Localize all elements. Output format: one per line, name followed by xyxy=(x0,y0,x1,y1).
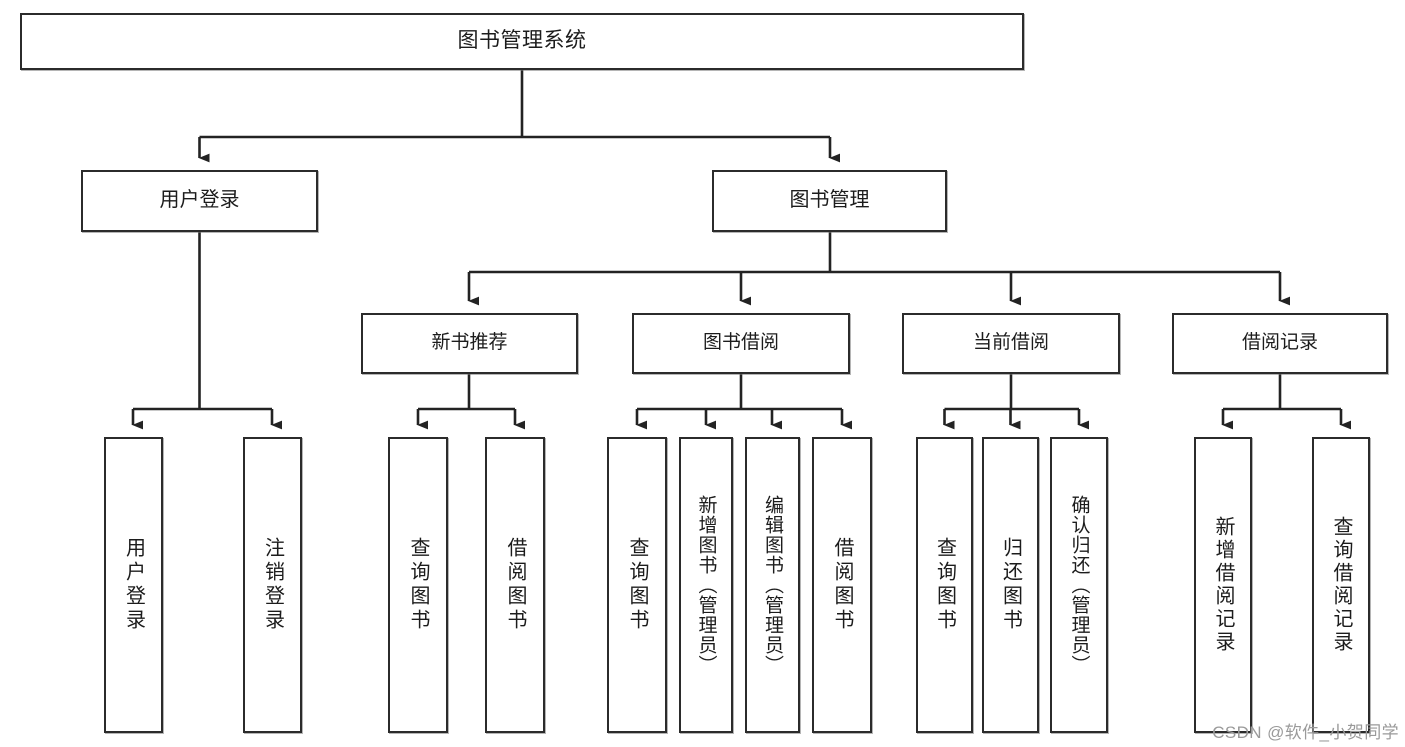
node-leaf-query-book-3[interactable]: 查询图书 xyxy=(916,437,973,733)
node-leaf-edit-book[interactable]: 编辑图书（管理员） xyxy=(745,437,800,733)
node-leaf-query-record[interactable]: 查询借阅记录 xyxy=(1312,437,1370,733)
node-leaf-logout[interactable]: 注销登录 xyxy=(243,437,302,733)
node-leaf-borrow-book-1-label: 借阅图书 xyxy=(504,537,526,633)
node-leaf-add-record-label: 新增借阅记录 xyxy=(1212,516,1234,654)
node-book-borrow-label: 图书借阅 xyxy=(702,332,779,354)
node-leaf-return-book-label: 归还图书 xyxy=(999,537,1022,633)
node-leaf-edit-book-label: 编辑图书（管理员） xyxy=(762,495,783,675)
node-leaf-logout-label: 注销登录 xyxy=(261,537,284,633)
node-leaf-add-record[interactable]: 新增借阅记录 xyxy=(1194,437,1252,733)
node-book-borrow[interactable]: 图书借阅 xyxy=(632,313,850,374)
node-borrow-record-label: 借阅记录 xyxy=(1241,332,1318,354)
node-leaf-confirm-return-label: 确认归还（管理员） xyxy=(1068,495,1090,675)
node-new-book-recommend[interactable]: 新书推荐 xyxy=(361,313,578,374)
node-current-borrow[interactable]: 当前借阅 xyxy=(902,313,1120,374)
node-leaf-add-book[interactable]: 新增图书（管理员） xyxy=(679,437,733,733)
csdn-watermark: CSDN @软件_小贺同学 xyxy=(1212,723,1399,742)
node-leaf-borrow-book-1[interactable]: 借阅图书 xyxy=(485,437,545,733)
node-leaf-user-login[interactable]: 用户登录 xyxy=(104,437,163,733)
node-leaf-query-book-1-label: 查询图书 xyxy=(407,537,429,633)
node-leaf-query-book-2-label: 查询图书 xyxy=(626,537,648,633)
node-current-borrow-label: 当前借阅 xyxy=(972,332,1049,354)
node-leaf-query-book-1[interactable]: 查询图书 xyxy=(388,437,448,733)
node-leaf-query-book-2[interactable]: 查询图书 xyxy=(607,437,667,733)
node-leaf-borrow-book-2-label: 借阅图书 xyxy=(831,537,853,633)
node-book-management[interactable]: 图书管理 xyxy=(712,170,947,232)
node-leaf-confirm-return[interactable]: 确认归还（管理员） xyxy=(1050,437,1108,733)
node-user-login-label: 用户登录 xyxy=(159,189,240,212)
node-user-login[interactable]: 用户登录 xyxy=(81,170,318,232)
node-book-management-label: 图书管理 xyxy=(789,189,870,212)
node-leaf-user-login-label: 用户登录 xyxy=(122,537,145,633)
node-leaf-add-book-label: 新增图书（管理员） xyxy=(695,495,717,675)
node-leaf-return-book[interactable]: 归还图书 xyxy=(982,437,1039,733)
node-leaf-borrow-book-2[interactable]: 借阅图书 xyxy=(812,437,872,733)
node-leaf-query-book-3-label: 查询图书 xyxy=(933,537,956,633)
node-leaf-query-record-label: 查询借阅记录 xyxy=(1330,516,1352,654)
node-new-book-recommend-label: 新书推荐 xyxy=(431,332,508,354)
node-borrow-record[interactable]: 借阅记录 xyxy=(1172,313,1388,374)
node-root[interactable]: 图书管理系统 xyxy=(20,13,1024,70)
node-root-label: 图书管理系统 xyxy=(457,29,587,53)
